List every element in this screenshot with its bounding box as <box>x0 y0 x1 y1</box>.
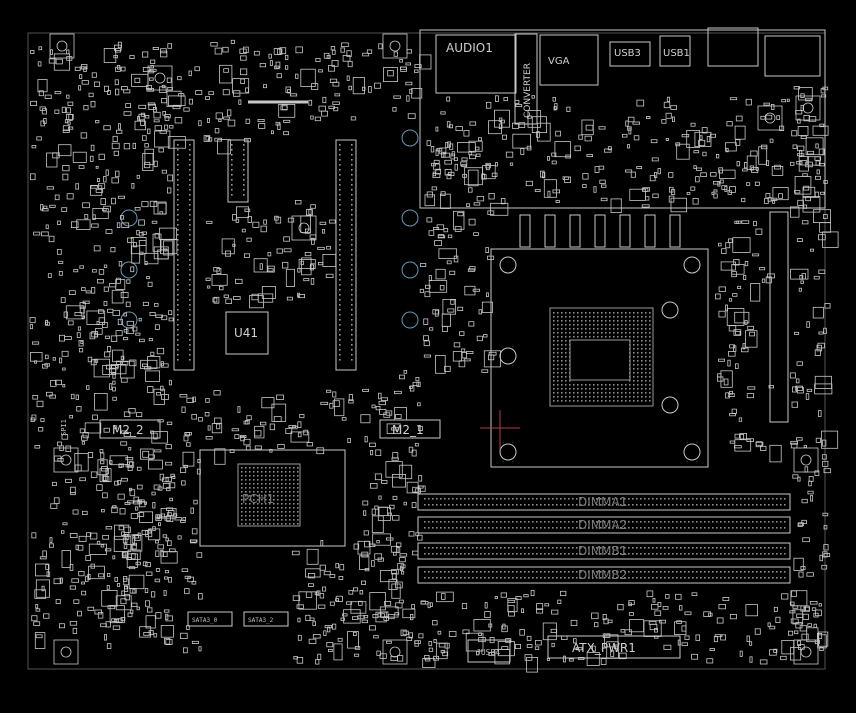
dimm-b2-label: DIMMB2 <box>578 568 627 582</box>
mounting-holes <box>120 129 419 329</box>
atx-power-label: ATX_PWR1 <box>572 641 636 655</box>
dimm-pins <box>424 498 786 579</box>
sata-a-label: SATA3_0 <box>192 617 218 624</box>
usb1-connector-label: USB1 <box>663 48 690 59</box>
pcie-pins <box>177 144 353 361</box>
usb3-connector-label: USB3 <box>614 48 641 59</box>
io-panel-region <box>419 27 826 209</box>
dimm-a2-label: DIMMA2 <box>578 518 627 532</box>
converter-label: CONVERTER <box>523 63 533 118</box>
cpu-pin-grid <box>553 312 651 402</box>
pch-chip <box>199 449 346 547</box>
cursor-marker <box>480 410 520 450</box>
vrm-chokes <box>519 211 789 423</box>
sata-b-label: SATA3_2 <box>248 617 274 624</box>
pch-pin-grid <box>241 467 299 525</box>
m2-2-label: M2_2 <box>112 423 144 437</box>
m2-slots <box>99 419 441 439</box>
u41-label: U41 <box>234 326 258 340</box>
jusb4-label: JUSB4 <box>476 648 500 657</box>
dimm-a1-label: DIMMA1 <box>578 495 627 509</box>
audio-connector-label: AUDIO1 <box>446 41 493 55</box>
vga-connector-label: VGA <box>548 56 570 67</box>
sata-connectors <box>187 611 289 627</box>
dimm-b1-label: DIMMB1 <box>578 544 627 558</box>
dimm-slots <box>417 493 791 584</box>
spi1-label: SPI1 <box>60 419 68 436</box>
u41-chip <box>225 311 269 355</box>
pch-label: PCH1 <box>242 492 274 506</box>
board-outline <box>27 32 826 670</box>
smd-components <box>29 33 839 673</box>
